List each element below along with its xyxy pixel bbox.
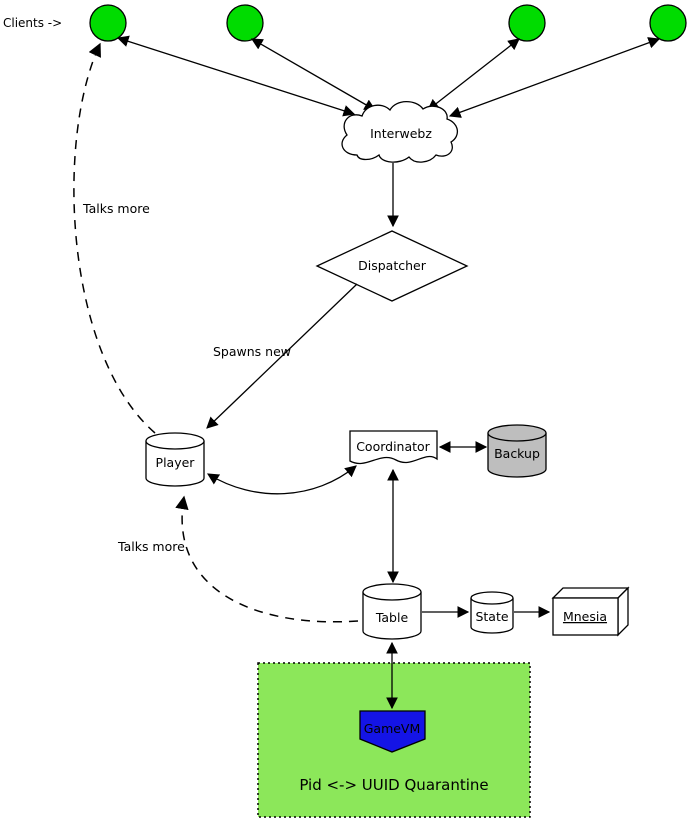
state-label: State xyxy=(475,609,508,624)
interwebz-cloud xyxy=(341,100,458,163)
spawns-new-label: Spawns new xyxy=(213,344,291,359)
gamevm-node xyxy=(359,710,426,753)
table-cylinder-body xyxy=(362,592,422,640)
dispatcher-diamond xyxy=(315,230,469,302)
backup-cylinder-body xyxy=(487,433,547,478)
player-label: Player xyxy=(156,455,196,470)
edge-client4-interwebz xyxy=(448,37,661,118)
edge-client2-interwebz xyxy=(250,38,377,111)
table-cylinder-top xyxy=(362,583,422,601)
edge-dispatcher-player xyxy=(206,283,358,429)
backup-cylinder-top xyxy=(487,424,547,442)
client-node-2 xyxy=(226,4,264,42)
player-cylinder-top xyxy=(145,432,205,450)
table-label: Table xyxy=(375,610,409,625)
coordinator-node xyxy=(349,430,438,465)
client-node-1 xyxy=(89,4,127,42)
mnesia-box-front xyxy=(552,597,619,636)
client-node-4 xyxy=(649,4,687,42)
edge-player-coordinator xyxy=(207,465,357,495)
player-cylinder-body xyxy=(145,441,205,487)
state-cylinder-top xyxy=(470,591,514,605)
talks-more-label-lower: Talks more xyxy=(117,539,185,554)
gamevm-label: GameVM xyxy=(364,721,421,736)
talks-more-label-upper: Talks more xyxy=(82,201,150,216)
mnesia-box-top xyxy=(551,587,630,599)
dispatcher-label: Dispatcher xyxy=(358,258,427,273)
clients-caption: Clients -> xyxy=(3,16,62,30)
edge-player-client1-talks-more xyxy=(73,42,156,434)
client-node-3 xyxy=(508,4,546,42)
interwebz-label: Interwebz xyxy=(370,126,432,141)
edge-table-player-talks-more xyxy=(175,495,359,623)
backup-label: Backup xyxy=(494,446,540,461)
coordinator-label: Coordinator xyxy=(356,439,430,454)
edge-client1-interwebz xyxy=(116,35,356,117)
edge-client3-interwebz xyxy=(427,38,520,111)
mnesia-label: Mnesia xyxy=(563,609,607,624)
state-cylinder-body xyxy=(470,598,514,634)
quarantine-zone-label: Pid <-> UUID Quarantine xyxy=(299,776,488,794)
